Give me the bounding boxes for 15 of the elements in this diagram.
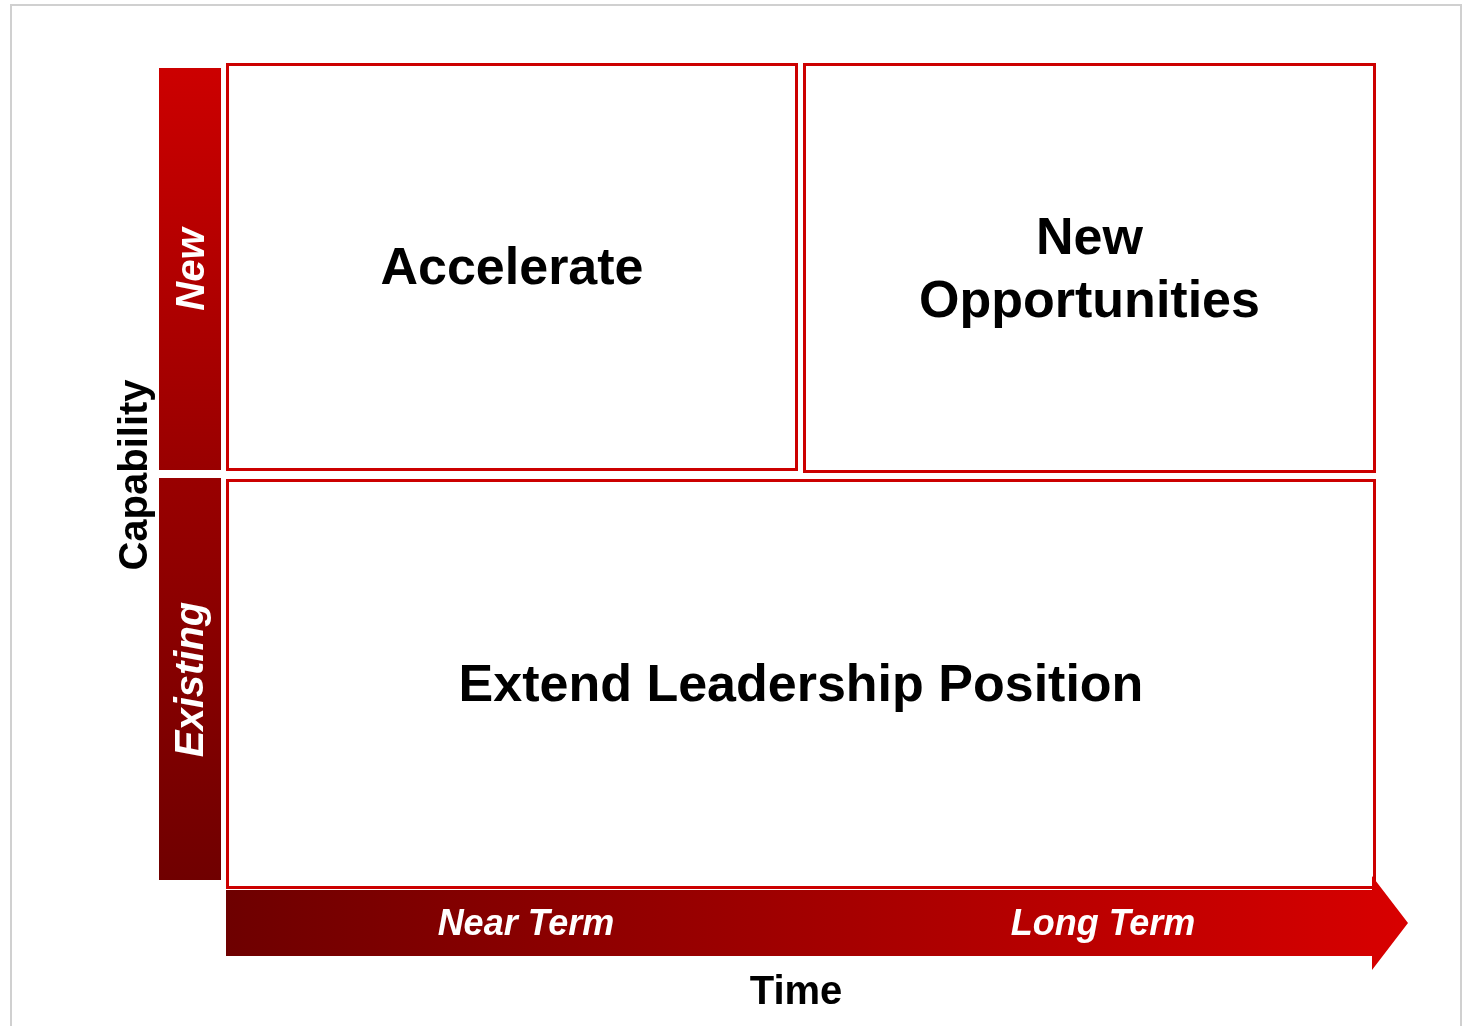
axis-band: [159, 478, 221, 880]
axis-category-label: Existing: [167, 601, 213, 757]
axis-category-label: New: [167, 227, 213, 311]
quadrant-title: New Opportunities: [918, 205, 1261, 330]
quadrant-title: Extend Leadership Position: [458, 653, 1144, 715]
axis-title: Capability: [110, 379, 156, 571]
axis-category-label: Near Term: [437, 902, 615, 944]
quadrant-box: [226, 479, 1376, 889]
quadrant-box: [803, 63, 1376, 473]
axis-category-label: Long Term: [1010, 902, 1196, 944]
axis-title: Time: [749, 967, 843, 1013]
quadrant-box: [226, 63, 798, 471]
axis-band: [159, 68, 221, 470]
time-arrow-band: [226, 876, 1408, 970]
quadrant-title: Accelerate: [380, 236, 644, 298]
